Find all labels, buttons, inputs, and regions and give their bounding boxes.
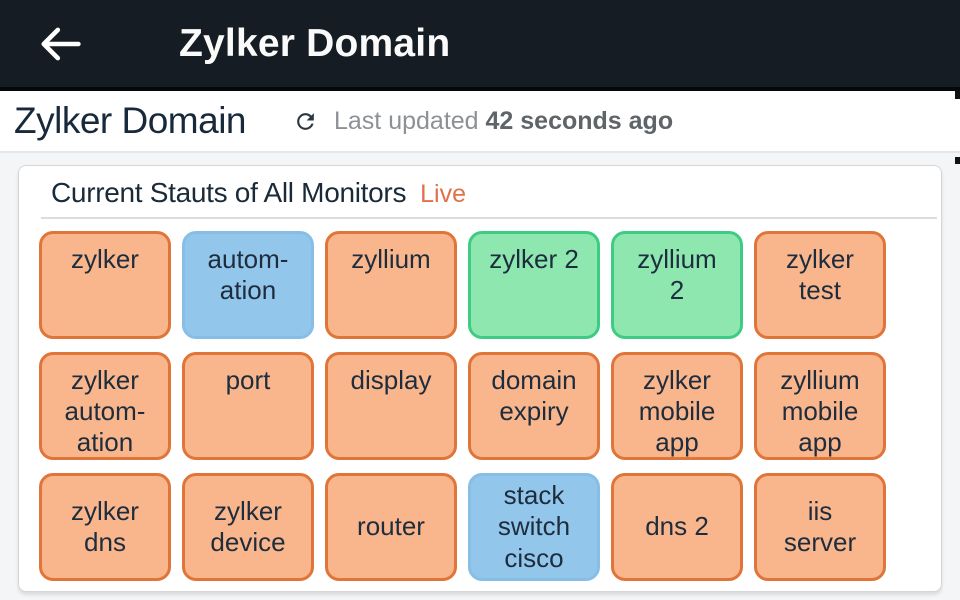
refresh-icon bbox=[293, 109, 318, 134]
monitor-tile-zyllium-mobile-app[interactable]: zyllium mobile app bbox=[754, 352, 886, 460]
refresh-button[interactable] bbox=[292, 108, 318, 134]
monitor-tile-zylker[interactable]: zylker bbox=[39, 231, 171, 339]
panel-title: Current Stauts of All Monitors bbox=[51, 177, 407, 208]
monitor-tile-port[interactable]: port bbox=[182, 352, 314, 460]
app-bar-title: Zylker Domain bbox=[179, 21, 451, 65]
panel-divider bbox=[41, 217, 937, 219]
live-badge: Live bbox=[420, 180, 467, 208]
monitor-tile-zylker-test[interactable]: zylker test bbox=[754, 231, 886, 339]
monitor-tile-iis-server[interactable]: iis server bbox=[754, 473, 886, 581]
last-updated-value: 42 seconds ago bbox=[485, 106, 674, 135]
monitor-tile-dns-2[interactable]: dns 2 bbox=[611, 473, 743, 581]
page-title: Zylker Domain bbox=[14, 100, 247, 141]
panel-header: Current Stauts of All Monitors Live bbox=[19, 166, 941, 215]
monitor-tile-zylker-2[interactable]: zylker 2 bbox=[468, 231, 600, 339]
monitor-tile-router[interactable]: router bbox=[325, 473, 457, 581]
status-panel: Current Stauts of All Monitors Live zylk… bbox=[18, 165, 942, 592]
last-updated-text: Last updated 42 seconds ago bbox=[334, 107, 673, 136]
monitor-tile-stack-switch-cisco[interactable]: stack switch cisco bbox=[468, 473, 600, 581]
monitor-tile-autom--ation[interactable]: autom- ation bbox=[182, 231, 314, 339]
back-arrow-icon bbox=[34, 18, 86, 70]
last-updated-label: Last updated bbox=[334, 106, 486, 135]
monitor-tile-display[interactable]: display bbox=[325, 352, 457, 460]
monitor-tile-zyllium[interactable]: zyllium bbox=[325, 231, 457, 339]
monitor-tile-domain-expiry[interactable]: domain expiry bbox=[468, 352, 600, 460]
monitor-tile-zylker-device[interactable]: zylker device bbox=[182, 473, 314, 581]
back-button[interactable] bbox=[33, 17, 87, 71]
monitor-tile-zylker-dns[interactable]: zylker dns bbox=[39, 473, 171, 581]
monitor-tile-zyllium-2[interactable]: zyllium 2 bbox=[611, 231, 743, 339]
page-header: Zylker Domain Last updated 42 seconds ag… bbox=[0, 91, 960, 153]
scrollbar-thumb[interactable] bbox=[955, 157, 960, 164]
scrollbar-thumb[interactable] bbox=[955, 90, 960, 99]
monitor-tile-zylker-mobile-app[interactable]: zylker mobile app bbox=[611, 352, 743, 460]
monitor-tile-zylker-autom--ation[interactable]: zylker autom- ation bbox=[39, 352, 171, 460]
app-bar: Zylker Domain bbox=[0, 0, 960, 91]
